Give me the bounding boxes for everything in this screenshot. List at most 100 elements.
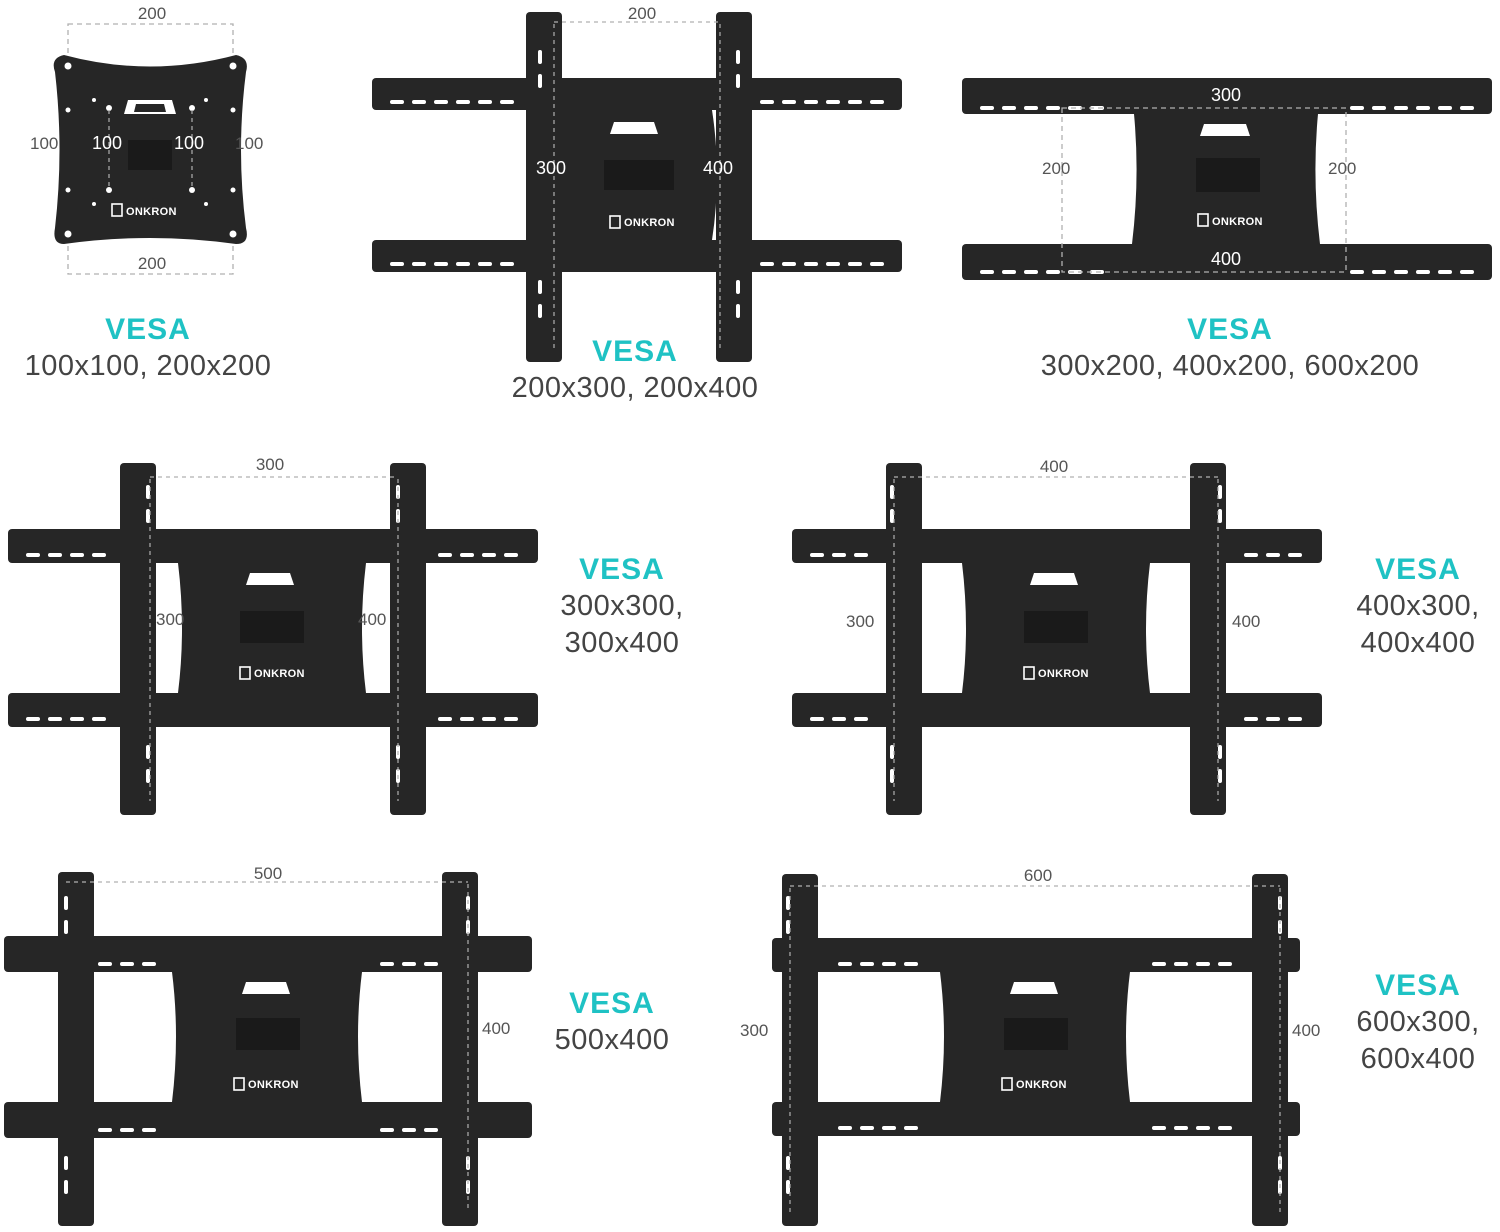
mount-panel-2: ONKRON 200 300 400 xyxy=(372,4,902,364)
rail-mount-drawing: ONKRON 500 400 xyxy=(4,864,532,1226)
vesa-label: VESA xyxy=(1187,313,1273,346)
brand-logo-icon xyxy=(1023,666,1035,680)
rail-mount-drawing: ONKRON 200 300 400 xyxy=(372,4,902,362)
rail-slots xyxy=(390,100,884,266)
dim-top: 200 xyxy=(138,4,166,23)
dim-top: 400 xyxy=(1040,457,1068,476)
dim-top: 200 xyxy=(628,4,656,23)
dim-top: 300 xyxy=(256,455,284,474)
vesa-sizes-line-2: 300x400 xyxy=(564,627,680,659)
right-vertical-arm xyxy=(442,872,478,1226)
mount-panel-1: ONKRON 200 200 100 100 100 100 xyxy=(0,0,300,300)
caption-panel-7: VESA 600x300, 600x400 xyxy=(1336,968,1500,1078)
bracket-slot xyxy=(1030,573,1078,585)
dim-left: 300 xyxy=(740,1021,768,1040)
vesa-sizes-line-1: 200x300, 200x400 xyxy=(511,372,759,404)
vesa-label: VESA xyxy=(1375,553,1461,586)
left-vertical-arm xyxy=(782,874,818,1226)
mount-panel-5: ONKRON 400 300 400 xyxy=(792,455,1322,817)
vesa-label: VESA xyxy=(569,987,655,1020)
left-vertical-arm xyxy=(120,463,156,815)
rail-slots xyxy=(838,962,1232,1130)
dim-right: 400 xyxy=(1292,1021,1320,1040)
rail-slots xyxy=(980,106,1474,274)
bottom-rail xyxy=(792,693,1322,727)
vesa-label: VESA xyxy=(579,553,665,586)
dim-left-inner: 100 xyxy=(92,133,122,153)
rail-mount-drawing: ONKRON 300 400 200 200 xyxy=(962,78,1492,280)
brand-logo-icon xyxy=(1001,1077,1013,1091)
dim-top: 500 xyxy=(254,864,282,883)
bottom-rail xyxy=(4,1102,532,1138)
dim-top: 300 xyxy=(1211,85,1241,105)
brand-logo-text: ONKRON xyxy=(248,1079,299,1091)
vesa-sizes-line-1: 400x300, xyxy=(1356,590,1480,622)
left-vertical-arm xyxy=(886,463,922,815)
bracket-slot xyxy=(610,122,658,134)
dim-bottom: 400 xyxy=(1211,249,1241,269)
vesa-holes xyxy=(64,62,237,238)
caption-panel-5: VESA 400x300, 400x400 xyxy=(1336,552,1500,662)
arm-slots xyxy=(890,485,1222,783)
caption-panel-4: VESA 300x300, 300x400 xyxy=(530,552,714,662)
dimension-box xyxy=(1061,107,1347,273)
rail-slots xyxy=(98,962,438,1132)
bottom-rail xyxy=(8,693,538,727)
dim-left: 300 xyxy=(156,610,184,629)
caption-panel-2: VESA 200x300, 200x400 xyxy=(470,334,800,407)
plate-mount-drawing: ONKRON 200 200 100 100 100 100 xyxy=(30,4,263,275)
top-rail xyxy=(4,936,532,972)
brand-logo-icon xyxy=(233,1077,245,1091)
left-vertical-arm xyxy=(58,872,94,1226)
brand-logo-text: ONKRON xyxy=(1016,1079,1067,1091)
rail-mount-drawing: ONKRON 300 300 400 xyxy=(8,455,538,815)
dim-right-outer: 100 xyxy=(235,134,263,153)
right-vertical-arm xyxy=(1190,463,1226,815)
dim-left: 300 xyxy=(846,612,874,631)
dim-right: 400 xyxy=(358,610,386,629)
caption-panel-1: VESA 100x100, 200x200 xyxy=(0,312,296,385)
left-vertical-arm xyxy=(526,12,562,362)
brand-logo-text: ONKRON xyxy=(1038,668,1089,680)
rail-mount-drawing: ONKRON 400 300 400 xyxy=(792,457,1322,815)
bottom-rail xyxy=(372,240,902,272)
vesa-label: VESA xyxy=(105,313,191,346)
dim-left-outer: 100 xyxy=(30,134,58,153)
brand-logo-icon xyxy=(1197,213,1209,227)
brand-logo-icon xyxy=(609,215,621,229)
vesa-sizes-line-1: 100x100, 200x200 xyxy=(24,350,272,382)
vesa-sizes-line-1: 500x400 xyxy=(554,1024,670,1056)
brand-logo-text: ONKRON xyxy=(1212,216,1263,228)
vesa-label: VESA xyxy=(1375,969,1461,1002)
right-vertical-arm xyxy=(1252,874,1288,1226)
mount-panel-7: ONKRON 600 300 400 xyxy=(740,866,1320,1228)
brand-logo-text: ONKRON xyxy=(624,217,675,229)
right-vertical-arm xyxy=(716,12,752,362)
dim-left: 200 xyxy=(1042,159,1070,178)
top-rail xyxy=(792,529,1322,563)
brand-logo-text: ONKRON xyxy=(126,206,177,218)
vesa-label: VESA xyxy=(592,335,678,368)
vesa-sizes-line-1: 300x300, xyxy=(560,590,684,622)
bracket-slot xyxy=(1010,982,1058,994)
dim-right: 400 xyxy=(1232,612,1260,631)
dim-right: 200 xyxy=(1328,159,1356,178)
bracket-slot xyxy=(1200,124,1250,136)
arm-slots xyxy=(538,50,740,318)
rail-slots xyxy=(810,553,1302,721)
right-vertical-arm xyxy=(390,463,426,815)
caption-panel-6: VESA 500x400 xyxy=(532,986,692,1059)
top-rail xyxy=(372,78,902,110)
center-recess xyxy=(128,140,172,170)
top-rail xyxy=(8,529,538,563)
bracket-slot xyxy=(242,982,290,994)
vesa-sizes-line-2: 400x400 xyxy=(1360,627,1476,659)
mount-panel-6: ONKRON 500 400 xyxy=(4,864,534,1228)
vesa-sizes-line-2: 600x400 xyxy=(1360,1043,1476,1075)
dim-right-inner: 100 xyxy=(174,133,204,153)
mount-panel-3: ONKRON 300 400 200 200 xyxy=(962,78,1492,282)
dim-bottom: 200 xyxy=(138,254,166,273)
bracket-slot xyxy=(246,573,294,585)
top-rail xyxy=(962,78,1492,114)
vesa-sizes-line-1: 300x200, 400x200, 600x200 xyxy=(1040,350,1420,382)
